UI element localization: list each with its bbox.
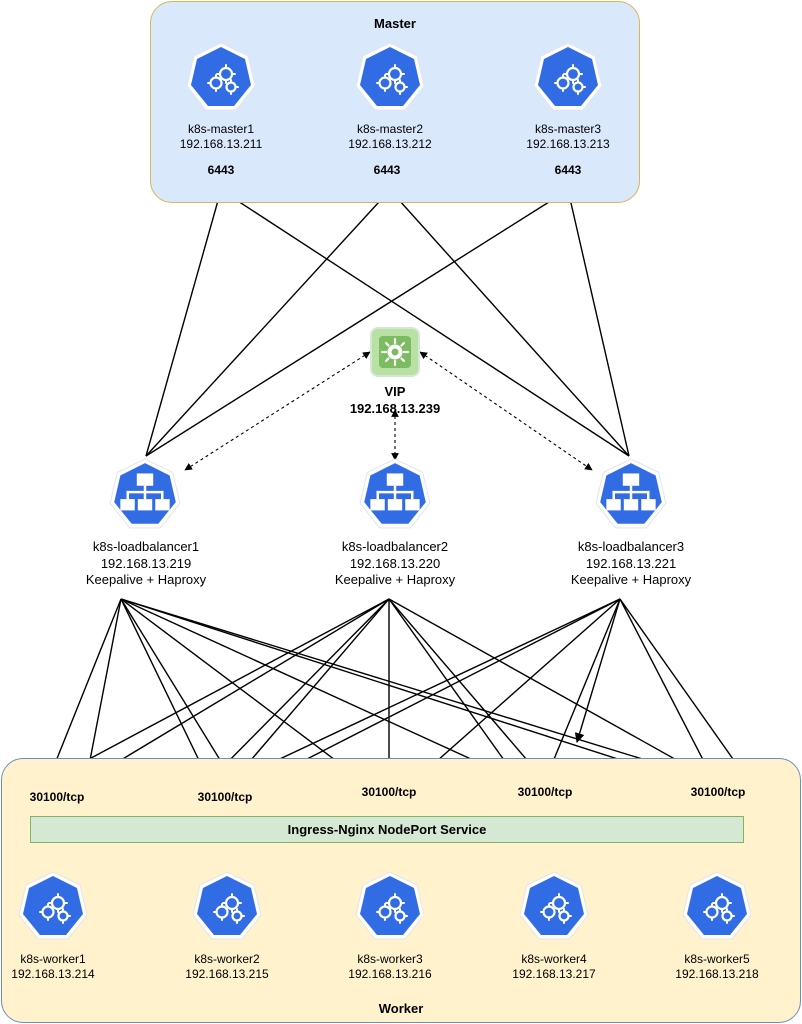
vip-heartbeat-edge <box>184 351 371 471</box>
traffic-edge <box>82 598 122 782</box>
kubernetes-node-icon[interactable] <box>15 869 91 945</box>
traffic-edge <box>47 598 390 782</box>
ingress-nginx-nodeport-service[interactable]: Ingress-Nginx NodePort Service <box>30 816 744 843</box>
traffic-edge <box>388 598 520 782</box>
traffic-edge <box>46 598 122 782</box>
worker-port-label: 30100/tcp <box>361 785 417 799</box>
traffic-edge <box>120 598 364 782</box>
traffic-edge <box>574 598 621 743</box>
loadbalancer-ip: 192.168.13.221 <box>585 556 677 571</box>
master-node-name: k8s-master2 <box>356 122 424 136</box>
worker-port-label: 30100/tcp <box>690 785 746 799</box>
traffic-edge <box>263 598 621 782</box>
master-node-name: k8s-master1 <box>187 122 255 136</box>
worker-port-label: 30100/tcp <box>517 785 573 799</box>
loadbalancer-name: k8s-loadbalancer3 <box>577 539 685 554</box>
kubernetes-node-icon[interactable] <box>189 869 265 945</box>
master-node-ip: 192.168.13.213 <box>526 137 610 151</box>
traffic-edge <box>145 189 224 457</box>
traffic-edge <box>388 598 546 782</box>
traffic-edge <box>120 598 715 784</box>
traffic-edge <box>208 598 390 782</box>
load-balancer-icon[interactable] <box>356 456 434 534</box>
kubernetes-node-icon[interactable] <box>352 40 428 116</box>
loadbalancer-name: k8s-loadbalancer2 <box>341 539 449 554</box>
loadbalancer-software: Keepalive + Haproxy <box>334 572 456 587</box>
worker-node-name: k8s-worker1 <box>20 952 86 966</box>
loadbalancer-name: k8s-loadbalancer1 <box>92 539 200 554</box>
vip-ip: 192.168.13.239 <box>349 401 441 416</box>
virtual-ip-icon[interactable] <box>370 327 420 377</box>
kubernetes-node-icon[interactable] <box>530 40 606 116</box>
master-node-ip: 192.168.13.212 <box>348 137 432 151</box>
load-balancer-icon[interactable] <box>106 456 184 534</box>
kubernetes-node-icon[interactable] <box>516 869 592 945</box>
worker-port-label: 30100/tcp <box>197 790 253 804</box>
traffic-edge <box>120 598 234 782</box>
kubernetes-node-icon[interactable] <box>183 40 259 116</box>
master-port-label: 6443 <box>554 163 582 177</box>
worker-node-name: k8s-worker2 <box>194 952 260 966</box>
master-port-label: 6443 <box>373 163 401 177</box>
worker-node-name: k8s-worker4 <box>521 952 587 966</box>
traffic-edge <box>619 598 715 782</box>
worker-group-title: Worker <box>378 1001 424 1016</box>
kubernetes-node-icon[interactable] <box>352 869 428 945</box>
worker-node-ip: 192.168.13.215 <box>185 967 269 981</box>
loadbalancer-software: Keepalive + Haproxy <box>85 572 207 587</box>
traffic-edge <box>232 598 621 782</box>
master-node-name: k8s-master3 <box>534 122 602 136</box>
traffic-edge <box>419 598 621 777</box>
kubernetes-node-icon[interactable] <box>679 869 755 945</box>
loadbalancer-ip: 192.168.13.219 <box>100 556 192 571</box>
load-balancer-icon[interactable] <box>592 456 670 534</box>
traffic-edge <box>232 598 390 782</box>
traffic-edge <box>120 598 687 783</box>
traffic-edge <box>120 598 520 782</box>
master-port-label: 6443 <box>207 163 235 177</box>
traffic-edge <box>543 598 621 782</box>
traffic-edge <box>85 598 390 782</box>
worker-node-ip: 192.168.13.216 <box>348 967 432 981</box>
traffic-edge <box>388 598 715 782</box>
traffic-edge <box>619 598 746 777</box>
worker-node-name: k8s-worker5 <box>684 952 750 966</box>
master-node-ip: 192.168.13.211 <box>179 137 263 151</box>
loadbalancer-software: Keepalive + Haproxy <box>570 572 692 587</box>
worker-node-ip: 192.168.13.218 <box>675 967 759 981</box>
vip-label: VIP <box>384 384 406 399</box>
master-group-title: Master <box>374 16 416 31</box>
traffic-edge <box>120 598 210 782</box>
vip-heartbeat-edge <box>419 351 593 471</box>
loadbalancer-ip: 192.168.13.220 <box>349 556 441 571</box>
worker-node-name: k8s-worker3 <box>357 952 423 966</box>
worker-port-label: 30100/tcp <box>29 790 85 804</box>
traffic-edge <box>565 189 630 457</box>
worker-node-ip: 192.168.13.214 <box>11 967 95 981</box>
worker-node-ip: 192.168.13.217 <box>512 967 596 981</box>
